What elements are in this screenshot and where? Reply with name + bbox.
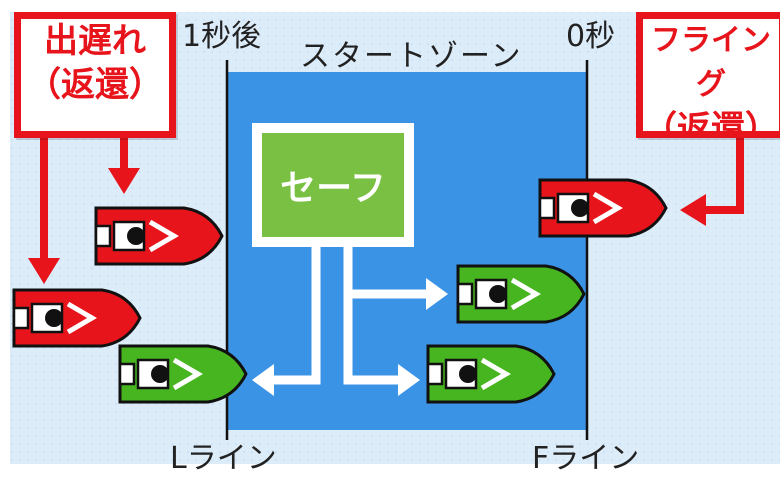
late-start-box: 出遅れ （返還） — [14, 12, 176, 138]
late-start-title: 出遅れ — [44, 21, 146, 61]
flying-start-box: フライング （返還） — [636, 12, 780, 138]
arrow-icon — [426, 278, 448, 310]
arrow-heads — [252, 278, 448, 396]
arrow-icon — [398, 364, 420, 396]
start-zone-label: スタートゾーン — [300, 39, 523, 74]
arrow-icon — [702, 138, 744, 214]
red-arrow-heads — [28, 168, 706, 284]
arrow-to-left-boat — [268, 246, 321, 385]
one-second-after-label: 1秒後 — [182, 19, 262, 54]
arrow-icon — [252, 364, 274, 396]
arrow-to-lower-green — [343, 294, 405, 385]
flying-start-title: フライング — [651, 23, 771, 102]
red-boat-icon — [14, 290, 140, 346]
f-line-label: Fライン — [532, 441, 640, 476]
l-line-label: Lライン — [170, 441, 277, 476]
red-arrows — [40, 138, 744, 262]
red-boat-icon — [96, 208, 222, 264]
safe-label: セーフ — [262, 133, 404, 237]
green-boat-icon — [458, 266, 584, 322]
late-start-note: （返還） — [27, 65, 163, 105]
green-boat-icon — [428, 346, 554, 402]
flying-start-note: （返還） — [643, 109, 779, 138]
zero-second-label: 0秒 — [566, 19, 616, 54]
safe-arrows — [268, 246, 430, 385]
red-boat-icon — [540, 180, 666, 236]
green-boat-icon — [120, 346, 246, 402]
safe-box: セーフ — [252, 123, 414, 247]
